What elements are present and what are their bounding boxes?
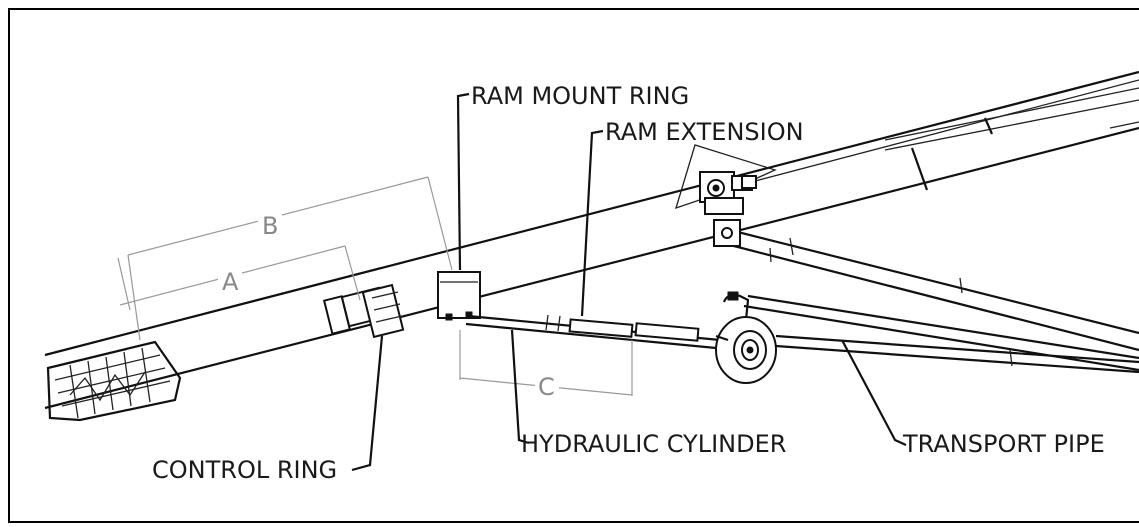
dimension-a-label: A bbox=[222, 268, 239, 296]
dimension-a: A bbox=[117, 245, 361, 311]
drawing-frame bbox=[8, 8, 1139, 523]
gearbox-part bbox=[675, 144, 777, 215]
dimension-b: B bbox=[127, 176, 453, 341]
ram-mount-ring-part bbox=[437, 271, 481, 321]
auger-tube bbox=[44, 70, 1139, 410]
leader-lines bbox=[351, 92, 907, 472]
label-ram-mount-ring: RAM MOUNT RING bbox=[471, 82, 689, 110]
dimension-b-label: B bbox=[262, 212, 278, 240]
control-ring-part bbox=[322, 283, 405, 339]
dimension-c: C bbox=[459, 330, 633, 401]
label-hydraulic-cylinder: HYDRAULIC CYLINDER bbox=[521, 430, 786, 458]
intake-hopper bbox=[46, 340, 182, 422]
ram-extension-part bbox=[713, 219, 1139, 352]
label-ram-extension: RAM EXTENSION bbox=[605, 118, 804, 146]
transport-wheel bbox=[715, 291, 1139, 384]
label-transport-pipe: TRANSPORT PIPE bbox=[902, 430, 1105, 458]
dimension-c-label: C bbox=[538, 373, 555, 401]
hydraulic-cylinder-part bbox=[465, 314, 721, 350]
label-control-ring: CONTROL RING bbox=[152, 456, 337, 484]
